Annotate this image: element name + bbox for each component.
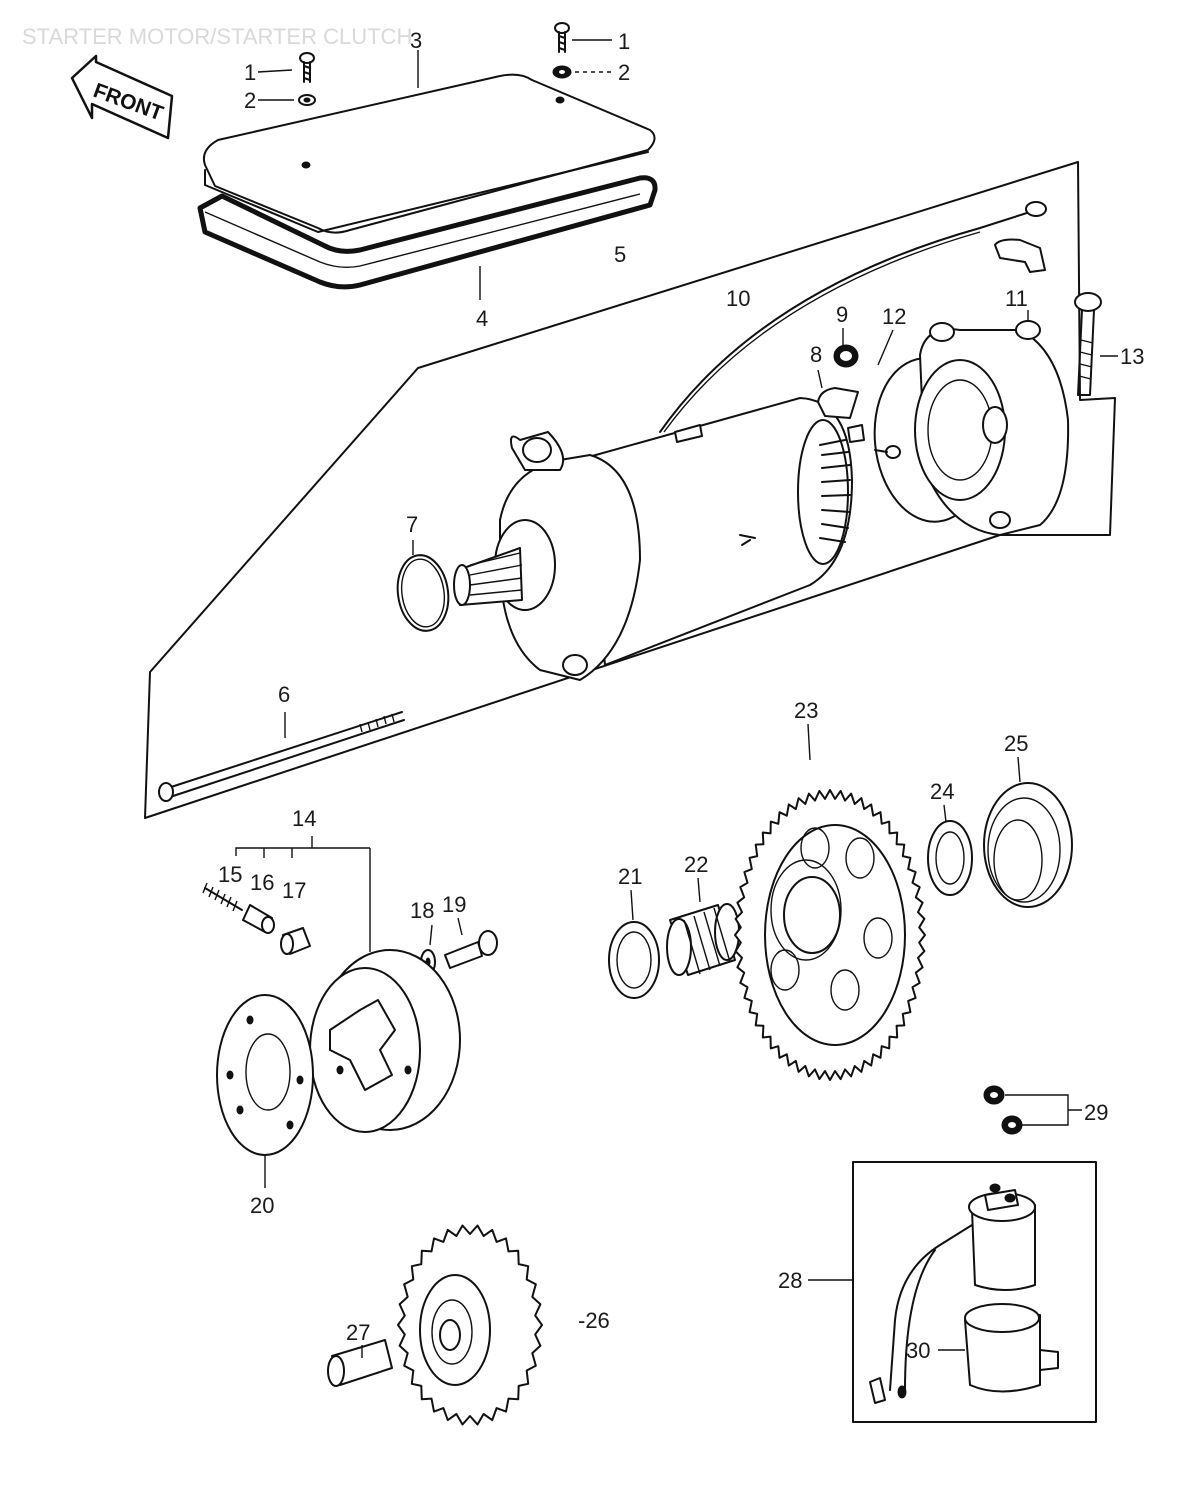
callout-29: 29 (1084, 1100, 1108, 1125)
brush-screw (874, 445, 901, 459)
starter-assembly-panel (144, 161, 1116, 819)
callout-23: 23 (794, 698, 818, 723)
gear-washer (608, 921, 660, 999)
callout-28: 28 (778, 1268, 802, 1293)
through-bolt (158, 711, 405, 802)
starter-clutch-gear (734, 789, 926, 1081)
cover-washer-right (552, 65, 572, 79)
starter-relay (869, 1183, 1036, 1404)
relay-rubber-cover (938, 1303, 1059, 1393)
cover-bolt-right (554, 22, 570, 53)
o-ring-front (396, 554, 450, 632)
front-direction-tag: FRONT (70, 54, 174, 140)
callout-15: 15 (218, 862, 242, 887)
callout-18: 18 (410, 898, 434, 923)
callout-5: 5 (614, 242, 626, 267)
terminal-insulator (817, 387, 865, 443)
callout-3: 3 (410, 28, 422, 53)
callout-24: 24 (930, 779, 954, 804)
relay-nuts (983, 1085, 1082, 1135)
diagram-title: STARTER MOTOR/STARTER CLUTCH (22, 24, 412, 49)
idle-gear-shaft (327, 1339, 393, 1387)
callout-2-left: 2 (244, 88, 256, 113)
thrust-washer (927, 820, 973, 896)
callout-4: 4 (476, 306, 488, 331)
cover-bolt-left (299, 52, 315, 83)
callout-21: 21 (618, 864, 642, 889)
lead-wire (659, 201, 1047, 433)
callout-13: 13 (1120, 344, 1144, 369)
starter-clutch-body (309, 949, 461, 1133)
callout-12: 12 (882, 304, 906, 329)
rear-end-cover (914, 320, 1070, 536)
end-cover-bolt (1074, 292, 1102, 396)
callout-25: 25 (1004, 731, 1028, 756)
callout-17: 17 (282, 878, 306, 903)
callout-26: -26 (578, 1308, 610, 1333)
callout-19: 19 (442, 892, 466, 917)
clutch-bolt (444, 930, 498, 969)
clutch-plate (216, 994, 314, 1188)
callout-22: 22 (684, 852, 708, 877)
callout-7: 7 (406, 512, 418, 537)
starter-motor (453, 397, 853, 681)
callout-10: 10 (726, 286, 750, 311)
callout-27: 27 (346, 1320, 370, 1345)
callout-11: 11 (1005, 286, 1028, 311)
cover-gasket (197, 175, 658, 290)
callout-2-right: 2 (618, 60, 630, 85)
starter-idle-gear (397, 1224, 543, 1426)
callout-16: 16 (250, 870, 274, 895)
bracket-14 (235, 847, 371, 952)
callout-9: 9 (836, 302, 848, 327)
terminal-nut (833, 344, 859, 368)
callout-1-right: 1 (618, 29, 630, 54)
starter-relay-box (852, 1161, 1097, 1423)
spring-cap (242, 904, 275, 934)
callout-30: 30 (906, 1338, 930, 1363)
cover-washer-left (298, 94, 316, 106)
clutch-roller (280, 927, 311, 955)
callout-14: 14 (292, 806, 316, 831)
elbow-fitting (994, 238, 1046, 273)
callout-6: 6 (278, 682, 290, 707)
oil-seal-cap (983, 782, 1073, 908)
starter-cover (202, 73, 656, 234)
needle-bearing (666, 903, 740, 976)
callout-20: 20 (250, 1193, 274, 1218)
clutch-spring (202, 882, 243, 912)
callout-8: 8 (810, 342, 822, 367)
callout-1-left: 1 (244, 60, 256, 85)
